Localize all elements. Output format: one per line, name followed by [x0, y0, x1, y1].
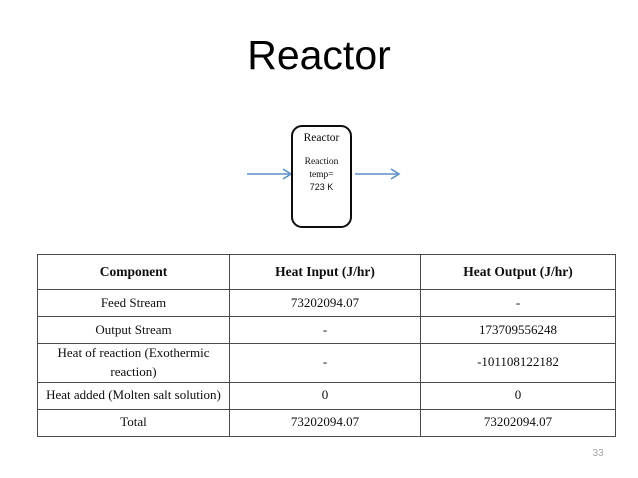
- cell-heat-input: 0: [229, 381, 421, 410]
- column-header-heat-output: Heat Output (J/hr): [420, 254, 616, 290]
- cell-total-heat-output: 73202094.07: [420, 408, 616, 437]
- page-title: Reactor: [247, 32, 391, 78]
- table-row: Heat added (Molten salt solution) 0 0: [37, 381, 616, 410]
- cell-heat-output: 0: [420, 381, 616, 410]
- page-number: 33: [592, 448, 604, 459]
- reactor-box-title: Reactor: [303, 132, 340, 144]
- reactor-box-subtitle: Reaction temp=: [304, 157, 339, 180]
- heat-balance-table: Component Heat Input (J/hr) Heat Output …: [37, 254, 616, 437]
- cell-total-label: Total: [37, 408, 230, 437]
- column-header-component: Component: [37, 254, 230, 290]
- outlet-stream-arrow-icon: [355, 168, 401, 180]
- cell-heat-input: -: [229, 316, 421, 344]
- cell-heat-output: 173709556248: [420, 316, 616, 344]
- reactor-unit-box: Reactor Reaction temp= 723 K: [291, 125, 352, 228]
- cell-heat-input: 73202094.07: [229, 289, 421, 317]
- cell-component: Heat of reaction (Exothermic reaction): [37, 343, 230, 383]
- reactor-box-temperature: 723 K: [309, 182, 334, 192]
- cell-heat-output: -: [420, 289, 616, 317]
- cell-heat-input: -: [229, 343, 421, 383]
- table-row: Feed Stream 73202094.07 -: [37, 289, 616, 317]
- inlet-stream-arrow-icon: [247, 168, 293, 180]
- table-row: Output Stream - 173709556248: [37, 316, 616, 344]
- cell-component: Heat added (Molten salt solution): [37, 381, 230, 410]
- cell-heat-output: -101108122182: [420, 343, 616, 383]
- column-header-heat-input: Heat Input (J/hr): [229, 254, 421, 290]
- cell-component: Feed Stream: [37, 289, 230, 317]
- cell-total-heat-input: 73202094.07: [229, 408, 421, 437]
- cell-component: Output Stream: [37, 316, 230, 344]
- table-total-row: Total 73202094.07 73202094.07: [37, 408, 616, 437]
- table-row: Heat of reaction (Exothermic reaction) -…: [37, 343, 616, 383]
- reactor-flow-diagram: Reactor Reaction temp= 723 K: [0, 110, 638, 240]
- table-header-row: Component Heat Input (J/hr) Heat Output …: [37, 254, 616, 290]
